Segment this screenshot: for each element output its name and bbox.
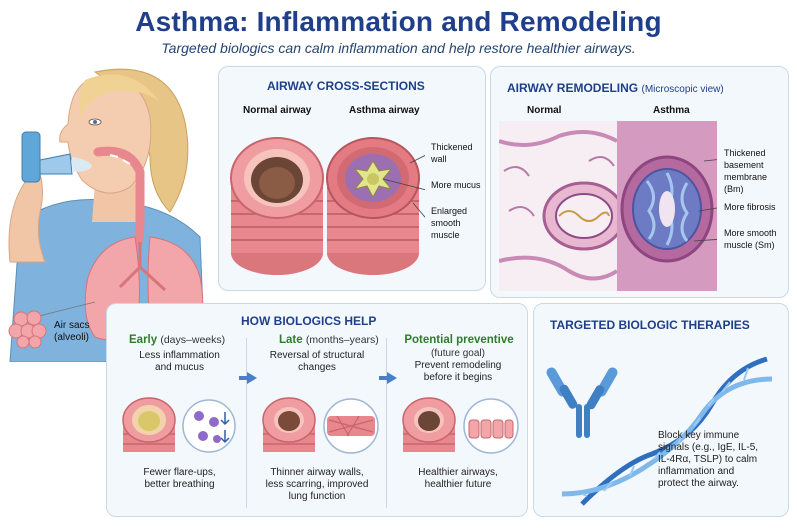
stage-preventive-image <box>402 397 519 454</box>
page-title: Asthma: Inflammation and Remodeling <box>135 6 662 37</box>
histology-images <box>499 121 717 291</box>
remodeling-normal-label: Normal <box>527 105 562 116</box>
cross-sections-title: AIRWAY CROSS-SECTIONS <box>267 79 425 93</box>
annotation-smooth-muscle: Enlarged smooth muscle <box>431 206 468 240</box>
stage-preventive-desc: (future goal) Prevent remodeling before … <box>414 348 502 383</box>
biologics-panel: HOW BIOLOGICS HELP Early (days–weeks) Le… <box>106 303 528 517</box>
stage-early-foot: Fewer flare-ups, better breathing <box>143 467 216 490</box>
remodeling-asthma-label: Asthma <box>653 105 690 116</box>
stage-early-image <box>122 397 236 453</box>
arrow-2-icon <box>379 372 397 384</box>
alveoli-cluster <box>8 310 47 349</box>
stage-late-image <box>262 397 379 454</box>
patient-illustration <box>8 68 206 362</box>
stage-preventive-foot: Healthier airways, healthier future <box>418 467 498 490</box>
cross-sections-panel: AIRWAY CROSS-SECTIONS Normal airway Asth… <box>218 66 486 291</box>
annotation-more-fibrosis: More fibrosis <box>724 202 776 212</box>
stage-preventive-title: Potential preventive <box>404 334 514 346</box>
arrow-1-icon <box>239 372 257 384</box>
airway-cross-section-images <box>230 137 425 275</box>
annotation-more-smooth-muscle: More smooth muscle (Sm) <box>724 228 777 250</box>
normal-airway-label: Normal airway <box>243 105 312 116</box>
antibody-dna-illustration <box>546 356 773 506</box>
therapies-panel: TARGETED BIOLOGIC THERAPIES Block key im… <box>533 303 789 517</box>
stage-late-desc: Reversal of structural changes <box>269 350 365 373</box>
asthma-airway-label: Asthma airway <box>349 105 420 116</box>
annotation-basement-membrane: Thickened basement membrane (Bm) <box>724 148 768 194</box>
stage-early-desc: Less inflammation and mucus <box>139 350 220 373</box>
remodeling-panel: AIRWAY REMODELING (Microscopic view) Nor… <box>490 66 789 298</box>
biologics-title: HOW BIOLOGICS HELP <box>241 314 377 328</box>
stage-early-title: Early (days–weeks) <box>129 334 226 346</box>
page-subtitle: Targeted biologics can calm inflammation… <box>161 40 636 56</box>
therapies-description: Block key immune signals (e.g., IgE, IL-… <box>658 430 759 489</box>
annotation-more-mucus: More mucus <box>431 180 481 190</box>
air-sacs-label: Air sacs (alveoli) <box>54 320 90 343</box>
stage-late-foot: Thinner airway walls, less scarring, imp… <box>265 467 369 502</box>
remodeling-title: AIRWAY REMODELING (Microscopic view) <box>507 81 724 95</box>
stage-late-title: Late (months–years) <box>279 334 379 346</box>
therapies-title: TARGETED BIOLOGIC THERAPIES <box>550 318 750 332</box>
annotation-thickened-wall: Thickened wall <box>431 142 473 164</box>
